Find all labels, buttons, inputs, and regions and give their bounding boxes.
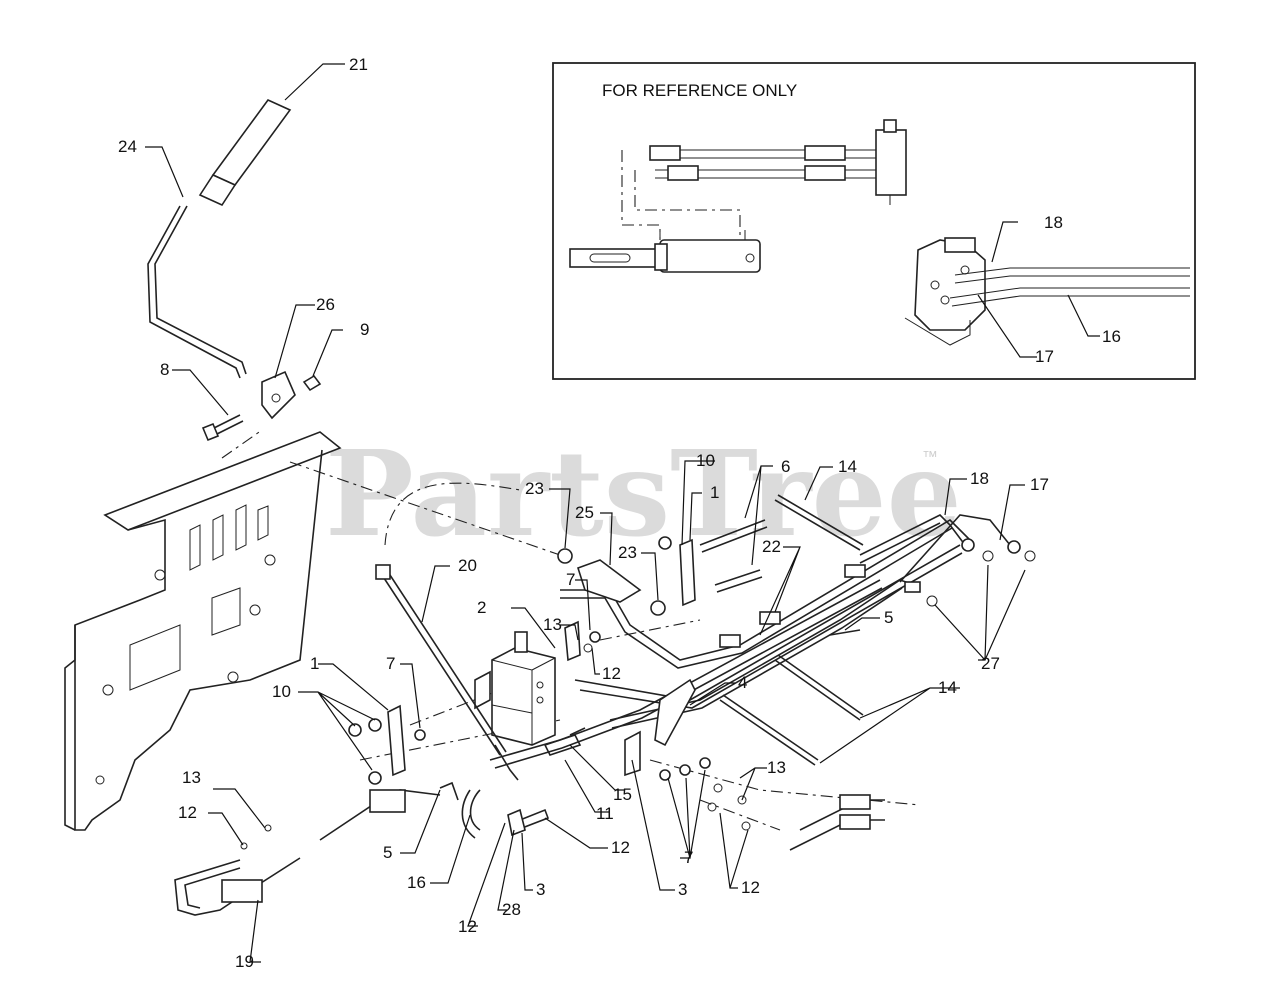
hydraulic-lines xyxy=(489,518,971,769)
callout-labels: 21 24 26 9 8 10 23 1 6 14 25 23 18 17 22… xyxy=(118,55,1121,971)
bolts xyxy=(699,494,864,766)
reference-title: FOR REFERENCE ONLY xyxy=(602,81,797,100)
callout-16-main: 16 xyxy=(407,873,426,892)
callout-15: 15 xyxy=(613,785,632,804)
callout-14-top: 14 xyxy=(838,457,857,476)
callout-22: 22 xyxy=(762,537,781,556)
callout-3-right: 3 xyxy=(678,880,687,899)
hose-20 xyxy=(375,564,519,781)
callout-18-reference: 18 xyxy=(1044,213,1063,232)
callout-10-top: 10 xyxy=(696,451,715,470)
callout-16-reference: 16 xyxy=(1102,327,1121,346)
callout-6: 6 xyxy=(781,457,790,476)
reference-box: FOR REFERENCE ONLY xyxy=(552,62,1196,380)
callout-10-left: 10 xyxy=(272,682,291,701)
callout-18-main: 18 xyxy=(970,469,989,488)
leader-lines xyxy=(145,63,1100,963)
callout-26: 26 xyxy=(316,295,335,314)
lower-hoses xyxy=(174,789,885,916)
reference-frame xyxy=(552,62,1196,380)
callout-2: 2 xyxy=(477,598,486,617)
callout-17-main: 17 xyxy=(1030,475,1049,494)
watermark-text: PartsTree xyxy=(325,424,962,563)
callout-21: 21 xyxy=(349,55,368,74)
callout-14-bottom: 14 xyxy=(938,678,957,697)
callout-7-left: 7 xyxy=(386,654,395,673)
callout-12-mid: 12 xyxy=(602,664,621,683)
callout-13-left: 13 xyxy=(182,768,201,787)
callout-3-left: 3 xyxy=(536,880,545,899)
callout-19: 19 xyxy=(235,952,254,971)
callout-28: 28 xyxy=(502,900,521,919)
watermark: PartsTree ™ xyxy=(325,424,962,563)
lever-knob xyxy=(211,99,292,186)
pivot-bracket xyxy=(201,370,322,459)
callout-13-right: 13 xyxy=(767,758,786,777)
right-hoses xyxy=(859,514,1036,607)
reference-hydraulic-cylinder xyxy=(569,119,907,273)
dash-panel xyxy=(64,431,342,831)
callout-12-center: 12 xyxy=(611,838,630,857)
callout-5-right: 5 xyxy=(884,608,893,627)
callout-27: 27 xyxy=(981,654,1000,673)
callout-5-left: 5 xyxy=(383,843,392,862)
reference-pump xyxy=(904,237,1190,346)
callout-11: 11 xyxy=(596,804,614,823)
callout-1-left: 1 xyxy=(310,654,319,673)
callout-12-bottom: 12 xyxy=(458,917,477,936)
shift-lever xyxy=(147,99,292,379)
callout-23-mid: 23 xyxy=(618,543,637,562)
callout-7-mid: 7 xyxy=(566,570,575,589)
callout-4: 4 xyxy=(738,673,747,692)
callout-1-right: 1 xyxy=(710,483,719,502)
callout-9: 9 xyxy=(360,320,369,339)
watermark-trademark: ™ xyxy=(922,449,938,466)
brackets xyxy=(240,536,751,850)
callout-20: 20 xyxy=(458,556,477,575)
callout-17-reference: 17 xyxy=(1035,347,1054,366)
callout-24: 24 xyxy=(118,137,137,156)
callout-25: 25 xyxy=(575,503,594,522)
callout-23-top: 23 xyxy=(525,479,544,498)
control-valve xyxy=(474,631,582,756)
callout-12-left: 12 xyxy=(178,803,197,822)
callout-8: 8 xyxy=(160,360,169,379)
callout-7-bottom: 7 xyxy=(684,848,693,867)
callout-13-mid: 13 xyxy=(543,615,562,634)
callout-12-right: 12 xyxy=(741,878,760,897)
